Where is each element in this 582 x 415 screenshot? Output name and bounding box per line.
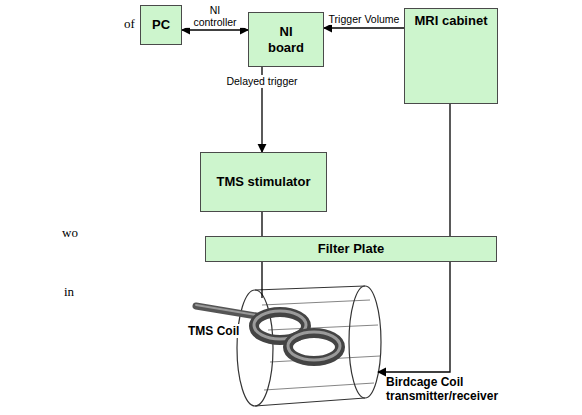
edge-label: NI controller	[185, 4, 245, 28]
node-text: TMS stimulator	[217, 174, 311, 190]
node-text: TMS Coil	[186, 324, 241, 338]
node-text: MRI cabinet	[415, 13, 488, 29]
birdcage-edge	[255, 398, 365, 406]
birdcage-end	[237, 290, 273, 406]
connector-arrow	[182, 29, 248, 30]
node-text: Birdcage Coil transmitter/receiver	[386, 375, 526, 404]
connector-arrow	[261, 262, 262, 298]
node-text: Filter Plate	[318, 241, 384, 257]
connector-arrow	[378, 262, 450, 372]
node-text: NI board	[264, 24, 308, 55]
page-text-fragment: wo	[62, 226, 78, 240]
connector-arrow	[324, 27, 404, 28]
filter-band: Filter Plate	[205, 236, 497, 262]
birdcage-end	[349, 286, 381, 398]
edge-label: Trigger Volume	[327, 13, 402, 25]
connector-arrow	[261, 212, 262, 236]
page-text-fragment: in	[64, 285, 74, 299]
birdcage-edge	[255, 286, 365, 290]
birdcage-rung	[264, 383, 374, 390]
process-box: TMS stimulator	[200, 152, 327, 212]
coil-wing	[288, 333, 340, 361]
process-box: PC	[140, 5, 182, 45]
coil-label: TMS Coil	[178, 298, 308, 360]
connector-arrow	[449, 104, 450, 236]
page-text-fragment: of	[124, 17, 135, 31]
process-box: MRI cabinet	[404, 8, 498, 104]
coil-label: Birdcage Coil transmitter/receiver	[378, 365, 530, 408]
edge-label: Delayed trigger	[224, 75, 299, 87]
coil-handle	[196, 306, 262, 317]
coil-handle	[196, 305, 262, 316]
node-text: PC	[152, 17, 170, 33]
coil-wing	[288, 332, 340, 360]
process-box: NI board	[248, 12, 324, 67]
